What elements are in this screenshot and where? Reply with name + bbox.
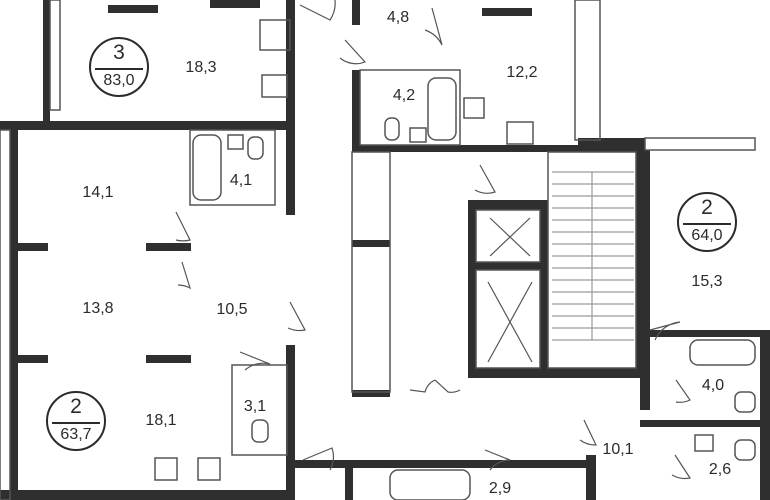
stove-outline: [506, 121, 534, 145]
wall: [345, 460, 353, 500]
toilet-outline: [384, 117, 400, 141]
wall: [468, 200, 476, 375]
room-area-label: 18,3: [185, 59, 217, 76]
elevator-crosses: [487, 217, 533, 363]
wall: [540, 200, 548, 375]
bathtub-outline: [192, 134, 222, 201]
apartment-area: 64,0: [691, 227, 723, 244]
room-area-label: 14,1: [82, 184, 114, 201]
apartment-area: 63,7: [60, 426, 92, 443]
badge-divider: [95, 68, 143, 70]
badge-divider: [683, 223, 731, 225]
wall: [352, 145, 642, 152]
wall: [468, 368, 643, 378]
sink-outline: [261, 74, 288, 98]
window: [482, 8, 532, 16]
toilet-outline: [734, 439, 756, 461]
window-frame: [644, 137, 756, 151]
wall: [578, 0, 600, 145]
wall: [10, 130, 18, 500]
room-area-label: 2,9: [488, 480, 512, 497]
room-area-label: 18,1: [145, 412, 177, 429]
wall: [0, 490, 295, 500]
stove-outline: [259, 19, 291, 51]
sink-outline: [463, 97, 485, 119]
wall: [352, 0, 360, 25]
wall: [146, 355, 191, 363]
stair-outline: [547, 151, 637, 369]
wall: [650, 330, 770, 337]
room-area-label: 12,2: [506, 64, 538, 81]
elevator-large: [475, 269, 541, 369]
room-area-label: 2,6: [708, 461, 732, 478]
wall: [760, 330, 770, 500]
wall: [18, 243, 48, 251]
wall: [352, 70, 360, 150]
wall: [0, 121, 295, 130]
wall: [640, 420, 770, 427]
room-area-label: 15,3: [691, 273, 723, 290]
sink-outline: [694, 434, 714, 452]
room-area-label: 3,1: [243, 398, 267, 415]
wall: [578, 138, 645, 152]
room-area-label: 10,1: [602, 441, 634, 458]
apartment-rooms: 3: [113, 41, 125, 64]
apartment-badge: 2 63,7: [46, 391, 106, 451]
wall: [468, 200, 548, 210]
toilet-outline: [247, 136, 264, 160]
elevator-small: [475, 209, 541, 263]
wall: [146, 243, 191, 251]
bathroom-outline: [189, 129, 276, 206]
corridor-outline: [351, 151, 391, 393]
stove-outline: [154, 457, 178, 481]
room-area-label: 4,8: [386, 9, 410, 26]
bathtub-outline: [427, 77, 457, 141]
window-frame: [574, 0, 601, 141]
wall: [640, 150, 650, 410]
sink-outline: [227, 134, 244, 150]
wall: [18, 355, 48, 363]
apartment-rooms: 2: [70, 395, 82, 418]
wall: [468, 262, 548, 270]
room-area-label: 10,5: [216, 301, 248, 318]
window-frame: [0, 129, 11, 500]
apartment-area: 83,0: [103, 72, 135, 89]
wall: [586, 455, 596, 500]
apartment-rooms: 2: [701, 196, 713, 219]
badge-divider: [52, 422, 100, 424]
bathtub-outline: [689, 339, 756, 366]
window: [108, 5, 158, 13]
room-area-label: 4,2: [392, 87, 416, 104]
apartment-badge: 2 64,0: [677, 192, 737, 252]
door-swings: [175, 0, 691, 480]
wall: [352, 240, 390, 247]
bathroom-outline: [231, 364, 288, 456]
window: [210, 0, 260, 8]
bathtub-outline: [389, 469, 471, 500]
room-area-label: 13,8: [82, 300, 114, 317]
wall: [286, 345, 295, 500]
room-area-label: 4,1: [229, 172, 253, 189]
toilet-outline: [251, 419, 269, 443]
room-area-label: 4,0: [701, 377, 725, 394]
wall: [43, 0, 50, 125]
toilet-outline: [734, 391, 756, 413]
wall: [295, 460, 595, 468]
sink-outline: [197, 457, 221, 481]
wall: [352, 390, 390, 397]
wall: [286, 0, 295, 215]
sink-outline: [409, 127, 427, 143]
window-frame: [49, 0, 61, 111]
apartment-badge: 3 83,0: [89, 37, 149, 97]
stair-steps: [552, 171, 634, 341]
bathroom-outline: [359, 69, 461, 146]
